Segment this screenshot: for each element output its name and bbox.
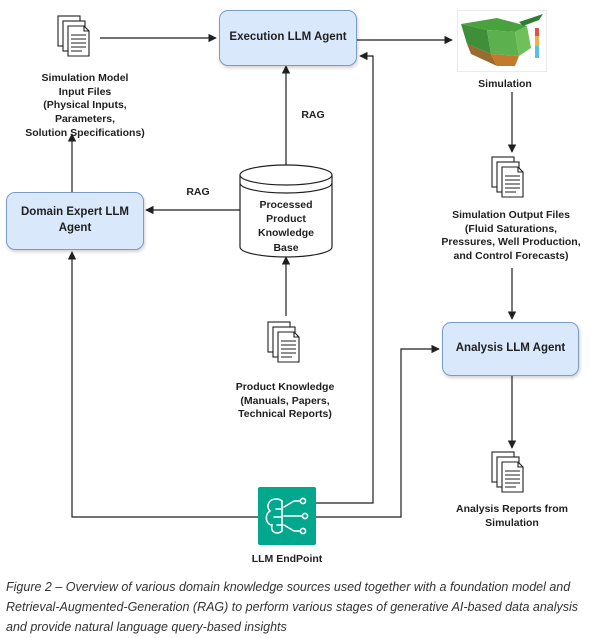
execution-llm-agent-box[interactable]: Execution LLM Agent [219, 10, 357, 66]
rag-label-left: RAG [186, 186, 210, 198]
analysis-llm-agent-box[interactable]: Analysis LLM Agent [442, 322, 579, 376]
arrow-endpoint-to-execution [316, 51, 374, 504]
execution-llm-agent-label: Execution LLM Agent [229, 31, 347, 44]
document-stack-icon [57, 15, 90, 57]
database-cylinder-icon [239, 164, 333, 258]
document-stack-icon [267, 321, 300, 363]
domain-expert-llm-agent-box[interactable]: Domain Expert LLM Agent [6, 192, 144, 250]
rag-label-top: RAG [301, 109, 325, 121]
figure-caption: Figure 2 – Overview of various domain kn… [6, 580, 579, 634]
arrow-endpoint-to-domain-expert [67, 251, 258, 518]
architecture-diagram: Execution LLM Agent Domain Expert LLM Ag… [6, 10, 581, 565]
input-files-label: Simulation Model Input Files (Physical I… [25, 72, 145, 139]
simulation-render-image [457, 10, 547, 72]
simulation-label: Simulation [478, 78, 532, 90]
analysis-llm-agent-label: Analysis LLM Agent [455, 342, 566, 355]
arrow-endpoint-to-analysis [316, 344, 440, 518]
output-files-label: Simulation Output Files (Fluid Saturatio… [441, 209, 581, 262]
document-stack-icon [491, 156, 524, 198]
domain-expert-llm-agent-label: Domain Expert LLM Agent [21, 206, 129, 234]
analysis-reports-label: Analysis Reports from Simulation [455, 503, 569, 529]
connector-arrows [67, 33, 517, 518]
knowledge-base-label: Processed Product Knowledge Base [257, 199, 314, 254]
product-knowledge-label: Product Knowledge (Manuals, Papers, Tech… [235, 381, 335, 421]
llm-endpoint-icon[interactable] [258, 487, 316, 545]
neural-network-icon [265, 497, 309, 535]
document-stack-icon [491, 451, 524, 493]
llm-endpoint-label: LLM EndPoint [251, 553, 323, 565]
